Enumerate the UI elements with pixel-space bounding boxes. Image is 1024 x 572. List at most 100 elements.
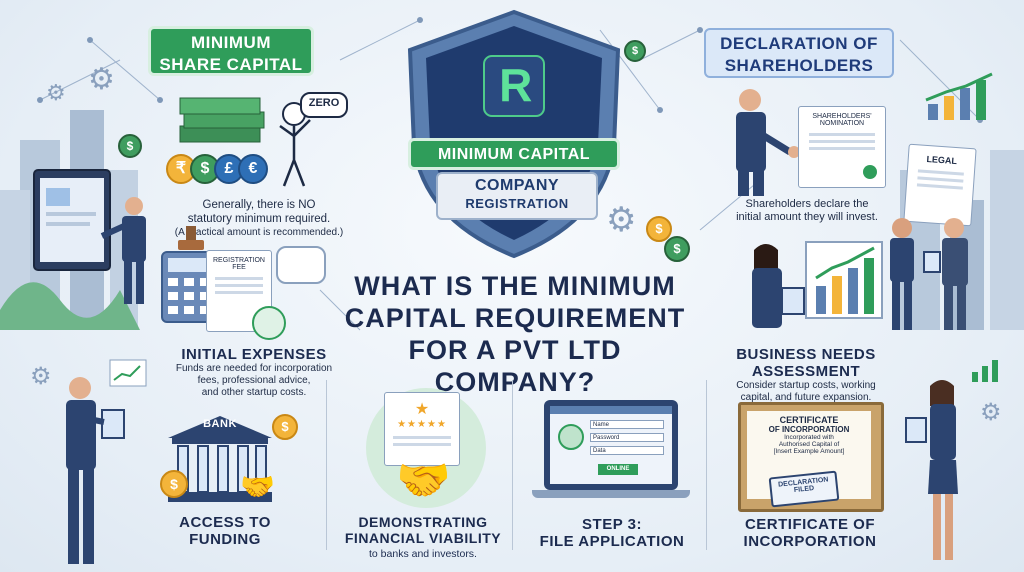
dollar-coin-icon: $ <box>272 414 298 440</box>
badge-line: SHARE CAPITAL <box>159 55 303 74</box>
section-title: BUSINESS NEEDS <box>736 346 876 363</box>
handshake-icon: 🤝 <box>240 471 275 502</box>
caption-line: CERTIFICATE OF <box>744 516 876 533</box>
certificate-line: Authorised Capital of <box>778 441 840 448</box>
business-needs-section: BUSINESS NEEDS ASSESSMENT Consider start… <box>716 346 896 404</box>
section-title: INITIAL EXPENSES <box>181 346 327 363</box>
caption-line: DEMONSTRATING <box>358 514 488 530</box>
doc-line: FEE <box>232 264 246 271</box>
section-divider <box>326 380 327 550</box>
monitor-presenter-illustration <box>33 169 146 304</box>
doc-line: REGISTRATION <box>213 257 265 264</box>
gear-icon: ⚙ <box>46 80 66 105</box>
section-title: ASSESSMENT <box>751 363 861 380</box>
registration-logo-letter: R <box>499 59 533 111</box>
name-field[interactable]: Name <box>590 420 664 429</box>
badge-line: DECLARATION OF <box>720 34 878 53</box>
plate-line: COMPANY <box>474 177 560 194</box>
badge-line: MINIMUM <box>191 33 271 52</box>
main-title-line: FOR A PVT LTD COMPANY? <box>408 335 622 397</box>
company-registration-plate: COMPANY REGISTRATION <box>436 172 598 220</box>
dollar-coin-icon: $ <box>118 134 142 158</box>
minimum-share-capital-badge: MINIMUM SHARE CAPITAL <box>148 26 314 76</box>
dollar-coin-icon: $ <box>160 470 188 498</box>
caption-line: to banks and investors. <box>369 548 477 560</box>
caption-line: FINANCIAL VIABILITY <box>344 530 502 546</box>
badge-line: SHAREHOLDERS <box>724 56 874 75</box>
section-line: and other startup costs. <box>201 387 307 398</box>
handshake-icon: 🤝 <box>396 456 451 505</box>
gear-icon: ⚙ <box>980 399 1002 426</box>
certificate-line: CERTIFICATE <box>779 415 839 425</box>
certificate-line: Incorporated with <box>784 434 834 441</box>
gear-icon: ⚙ <box>30 363 52 390</box>
section-divider <box>706 380 707 550</box>
growth-chart-icon <box>109 359 147 387</box>
laptop-screen: Name Password Data ONLINE <box>544 400 678 490</box>
doc-line: NOMINATION <box>819 120 865 127</box>
shield-emblem <box>407 9 621 259</box>
doc-line: SHAREHOLDERS' <box>812 113 872 120</box>
seal-icon <box>863 165 877 179</box>
note-line: Shareholders declare the <box>745 198 869 210</box>
password-field[interactable]: Password <box>590 433 664 442</box>
caption-line: FILE APPLICATION <box>539 533 685 550</box>
section-line: Consider startup costs, working <box>736 380 876 391</box>
advisor-speech-bubble <box>276 246 326 284</box>
shareholders-handshake-illustration <box>736 89 800 196</box>
minimum-capital-banner: MINIMUM CAPITAL <box>408 138 620 170</box>
access-to-funding-caption: ACCESS TO FUNDING <box>160 514 290 548</box>
note-line: initial amount they will invest. <box>736 211 878 223</box>
main-title-line: WHAT IS THE MINIMUM <box>354 271 676 301</box>
advisor-avatar <box>252 306 286 340</box>
bank-label: BANK <box>203 418 237 430</box>
user-avatar-icon <box>558 424 584 450</box>
businesswoman-tablet-illustration <box>905 380 958 560</box>
rubber-stamp-icon <box>178 226 204 250</box>
note-line: (A practical amount is recommended.) <box>174 227 344 238</box>
certificate-of-incorporation-caption: CERTIFICATE OF INCORPORATION <box>734 516 886 550</box>
gear-icon: ⚙ <box>606 201 637 239</box>
initial-expenses-section: INITIAL EXPENSES Funds are needed for in… <box>156 346 352 399</box>
dollar-coin-icon: $ <box>664 236 690 262</box>
file-application-caption: STEP 3: FILE APPLICATION <box>530 516 694 550</box>
note-line: statutory minimum required. <box>187 213 331 225</box>
businessman-tablet-illustration <box>66 377 125 564</box>
financial-viability-caption: DEMONSTRATING FINANCIAL VIABILITY to ban… <box>340 514 506 562</box>
section-line: Funds are needed for incorporation <box>175 363 333 374</box>
laptop-base <box>532 490 690 498</box>
caption-line: STEP 3: <box>582 516 642 533</box>
caption-line: ACCESS TO <box>179 514 271 531</box>
certificate-line: OF INCORPORATION <box>768 425 850 434</box>
rating-stars-icon: ★★★★★ <box>397 419 447 430</box>
zero-speech-bubble: ZERO <box>300 92 348 118</box>
gear-icon: ⚙ <box>88 63 115 96</box>
main-title: WHAT IS THE MINIMUM CAPITAL REQUIREMENT … <box>330 270 700 398</box>
cash-stack-icon <box>179 97 265 143</box>
certificate-line: [Insert Example Amount] <box>773 448 845 455</box>
section-divider <box>512 380 513 550</box>
rising-bar-chart-icon <box>925 72 993 120</box>
doc-line: LEGAL <box>926 154 958 167</box>
rating-document: ★ ★★★★★ <box>384 392 460 466</box>
euro-icon: € <box>238 154 268 184</box>
colleagues-illustration <box>890 218 968 330</box>
star-icon: ★ <box>414 401 430 418</box>
shareholders-nomination-document: SHAREHOLDERS' NOMINATION <box>798 106 886 188</box>
bar-chart-icon <box>972 360 998 382</box>
caption-line: INCORPORATION <box>743 533 877 550</box>
online-submit-button[interactable]: ONLINE <box>598 464 638 475</box>
share-capital-note: Generally, there is NO statutory minimum… <box>156 198 362 240</box>
note-line: Generally, there is NO <box>202 199 316 211</box>
shareholders-note: Shareholders declare the initial amount … <box>714 198 900 224</box>
bank-building-icon <box>168 416 272 502</box>
section-line: capital, and future expansion. <box>740 392 872 403</box>
plate-line: REGISTRATION <box>465 196 569 211</box>
caption-line: FUNDING <box>189 531 261 548</box>
dollar-coin-icon: $ <box>624 40 646 62</box>
data-field[interactable]: Data <box>590 446 664 455</box>
dollar-icon: $ <box>190 154 220 184</box>
declaration-of-shareholders-badge: DECLARATION OF SHAREHOLDERS <box>704 28 894 78</box>
